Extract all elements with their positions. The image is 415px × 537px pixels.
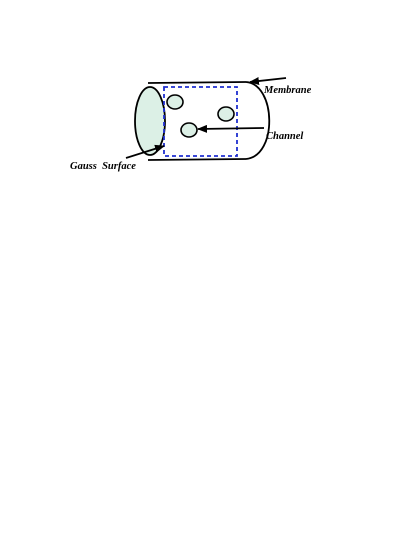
channel-pore [180,122,198,138]
gauss-surface-arrow [125,144,165,159]
cylinder-right-end [245,81,271,160]
gauss-surface-label: Gauss Surface [70,161,136,172]
channel-pore [217,106,235,122]
cylinder-bottom-edge [147,158,247,161]
channel-label: Channel [266,131,303,142]
membrane-arrow [249,77,287,85]
membrane-label: Membrane [263,85,312,96]
cylinder-end-cap [134,86,166,156]
gauss-surface-box [163,86,238,157]
channel-pore [166,94,184,110]
cylinder-top-edge [147,81,247,84]
channel-arrow [197,124,265,133]
